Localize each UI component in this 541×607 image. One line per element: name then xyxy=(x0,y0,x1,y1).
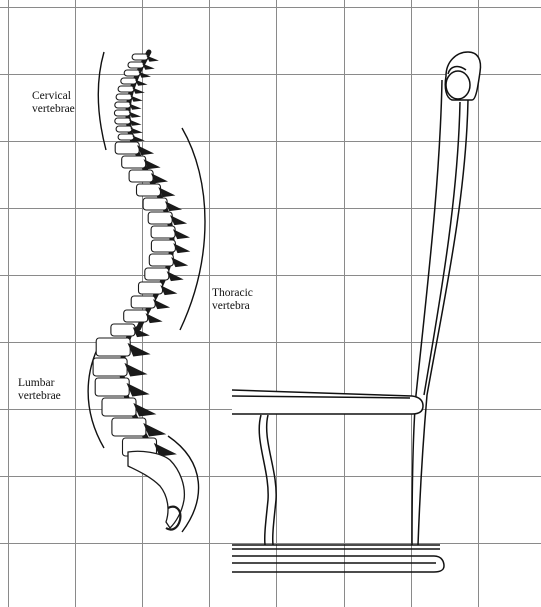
thoracic-label-line2: vertebra xyxy=(212,300,250,312)
vertebra-body xyxy=(111,324,135,336)
vertebra-body xyxy=(118,86,134,92)
vertebra-body xyxy=(151,226,175,238)
cervical-label: Cervical vertebrae xyxy=(32,90,75,115)
cervical-label-line1: Cervical xyxy=(32,90,71,102)
vertebra-body xyxy=(122,156,146,168)
vertebra-body xyxy=(116,126,132,132)
spinal-column xyxy=(93,52,189,530)
armrest xyxy=(232,390,423,414)
spinous-process xyxy=(134,328,148,336)
vertebra-body xyxy=(129,170,153,182)
vertebra-body xyxy=(121,78,137,84)
spinous-process xyxy=(171,216,185,224)
spinous-process xyxy=(136,80,146,85)
vertebra-body xyxy=(96,338,130,356)
sacrum xyxy=(128,451,184,528)
chair-side-view xyxy=(232,52,481,572)
spinous-process xyxy=(161,286,175,294)
vertebra-body xyxy=(131,296,155,308)
thoracic-label: Thoracic vertebra xyxy=(212,287,253,312)
spinous-process xyxy=(154,300,168,308)
spinous-process xyxy=(128,384,148,396)
spinous-process xyxy=(166,202,180,210)
spinous-process xyxy=(133,88,143,93)
spinous-process xyxy=(147,56,157,61)
vertebra-body xyxy=(124,310,148,322)
headpiece-knob xyxy=(446,71,470,99)
lumbar-label: Lumbar vertebrae xyxy=(18,377,61,402)
vertebra-body xyxy=(116,94,132,100)
vertebra-body xyxy=(148,212,172,224)
spinous-process xyxy=(144,424,164,436)
vertebra-body xyxy=(124,70,140,76)
vertebra-body xyxy=(143,198,167,210)
thoracic-label-line1: Thoracic xyxy=(212,287,253,299)
lumbar-label-line2: vertebrae xyxy=(18,390,61,402)
vertebra-body xyxy=(118,134,134,140)
spinous-process xyxy=(130,104,140,109)
seat-base xyxy=(232,556,444,572)
spinous-process xyxy=(130,112,140,117)
thoracic-bracket xyxy=(180,128,205,330)
spinous-process xyxy=(172,258,186,266)
vertebra-body xyxy=(95,378,129,396)
vertebra-body xyxy=(115,142,139,154)
vertebra-body xyxy=(145,268,169,280)
spinous-process xyxy=(129,344,149,356)
cervical-label-line2: vertebrae xyxy=(32,103,75,115)
spinous-process xyxy=(174,244,188,252)
spinous-process xyxy=(174,230,188,238)
lumbar-label-line1: Lumbar xyxy=(18,377,55,389)
vertebra-body xyxy=(114,110,130,116)
vertebra-body xyxy=(132,54,148,60)
cervical-bracket xyxy=(98,52,106,150)
vertebra-body xyxy=(128,62,144,68)
vertebra-body xyxy=(115,102,131,108)
vertebra-body xyxy=(151,240,175,252)
spinous-process xyxy=(143,64,153,69)
vertebra-body xyxy=(137,184,161,196)
vertebra-body xyxy=(115,118,131,124)
spinous-process xyxy=(131,96,141,101)
vertebra-body xyxy=(102,398,136,416)
spinous-process xyxy=(147,314,161,322)
vertebra-body xyxy=(139,282,163,294)
spinous-process xyxy=(168,272,182,280)
vertebra-body xyxy=(93,358,127,376)
vertebra-body xyxy=(112,418,146,436)
spinous-process xyxy=(130,120,140,125)
vertebra-body xyxy=(149,254,173,266)
